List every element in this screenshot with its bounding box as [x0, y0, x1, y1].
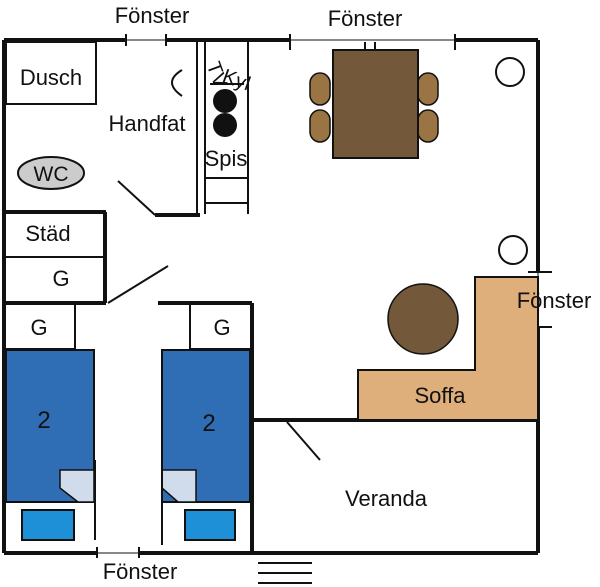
bed-left-label: 2	[37, 407, 50, 434]
lamp-icon	[495, 57, 525, 87]
wc-label: WC	[34, 163, 69, 186]
dining-table	[332, 49, 419, 159]
window-top-left-label: Fönster	[115, 3, 190, 28]
closet-wardrobe-label: G	[52, 266, 69, 291]
dining-set	[309, 49, 439, 159]
kitchen-strip	[204, 40, 249, 214]
entrance-steps	[258, 562, 312, 584]
stove-label: Spis	[205, 146, 248, 171]
closet-label: Städ	[25, 221, 70, 246]
bed-right-pillow	[184, 509, 236, 541]
sofa	[357, 276, 539, 421]
wardrobe-right-label: G	[213, 315, 230, 340]
sofa-label: Soffa	[415, 383, 467, 408]
wardrobe-left-label: G	[30, 315, 47, 340]
stove-burner-icon	[213, 113, 237, 137]
window-top-right-label: Fönster	[328, 6, 403, 31]
sink-label: Handfat	[108, 111, 185, 136]
bed-left: 2	[5, 349, 95, 541]
bed-left-pillow	[21, 509, 75, 541]
sink-icon	[171, 69, 183, 97]
bedroom-left-door	[107, 265, 169, 304]
veranda-label: Veranda	[345, 486, 428, 511]
shower	[5, 41, 97, 105]
window-right-label: Fönster	[517, 288, 592, 313]
chair-icon	[309, 72, 331, 106]
lamp-icon	[498, 235, 528, 265]
window-bottom-label: Fönster	[103, 559, 178, 584]
stove-burner-icon	[213, 89, 237, 113]
veranda-door	[286, 421, 321, 461]
chair-icon	[309, 109, 331, 143]
bed-left-blanket-fold	[59, 469, 95, 503]
chair-icon	[417, 109, 439, 143]
bed-right: 2	[161, 349, 251, 541]
wc-icon	[17, 156, 85, 190]
chair-icon	[417, 72, 439, 106]
shower-label: Dusch	[20, 65, 82, 90]
bathroom-door	[117, 180, 156, 216]
bed-right-label: 2	[202, 410, 215, 437]
coffee-table	[387, 283, 459, 355]
